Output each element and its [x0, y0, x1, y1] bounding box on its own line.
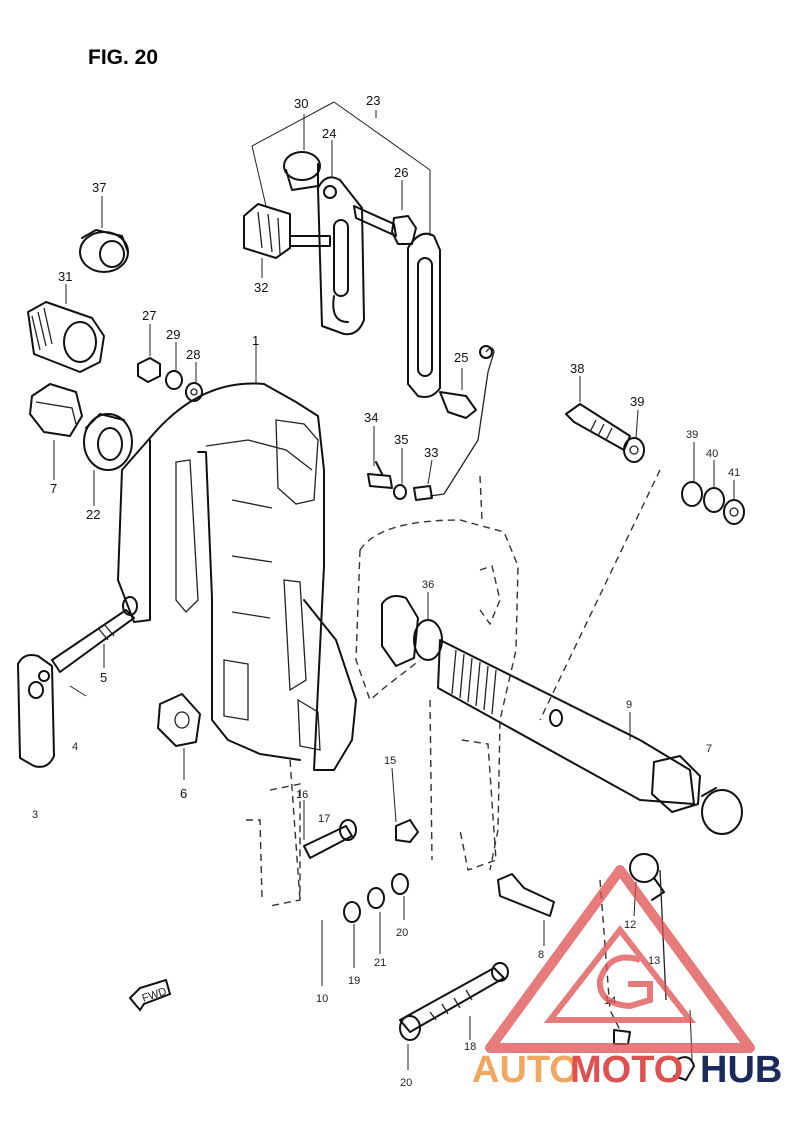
callout-15: 15 [384, 755, 396, 767]
part-5-bolt [51, 596, 138, 673]
callout-20-upper: 20 [396, 927, 408, 939]
callout-40: 40 [706, 448, 718, 460]
part-38-rod [539, 376, 661, 721]
part-25-bolt [429, 345, 495, 497]
callout-29: 29 [166, 327, 180, 342]
callout-4: 4 [72, 741, 78, 753]
part-1-clamp-bracket [117, 336, 357, 771]
part-22-bushing [83, 413, 133, 506]
part-27-nut [137, 324, 161, 383]
part-4-plate [17, 654, 87, 768]
part-32-lock-block [243, 203, 331, 278]
watermark-word-3: HUB [700, 1049, 782, 1091]
callout-38: 38 [570, 361, 584, 376]
callout-41: 41 [728, 467, 740, 479]
watermark-word-1: AUTO [472, 1049, 579, 1091]
part-26-bolt [353, 180, 417, 245]
callout-13: 13 [648, 955, 660, 967]
callout-37: 37 [92, 180, 106, 195]
callout-31: 31 [58, 269, 72, 284]
part-37-cap [79, 196, 129, 273]
callout-27: 27 [142, 308, 156, 323]
callout-5: 5 [100, 670, 107, 685]
watermark-text: AUTO MOTO HUB [472, 1049, 782, 1091]
callout-39-upper: 39 [630, 394, 644, 409]
part-39-washer [623, 409, 645, 463]
part-31-fitting [27, 284, 105, 373]
callout-23: 23 [366, 93, 380, 108]
callout-17: 17 [318, 813, 330, 825]
callout-39-lower: 39 [686, 429, 698, 441]
part-18-rod [399, 962, 509, 1070]
part-16-17-bolt [303, 800, 357, 859]
callout-24: 24 [322, 126, 336, 141]
watermark-word-2: MOTO [570, 1049, 683, 1091]
callout-8: 8 [538, 949, 544, 961]
part-23-link-plate [251, 101, 441, 398]
callout-7-left: 7 [50, 481, 57, 496]
callout-26: 26 [394, 165, 408, 180]
callout-36: 36 [422, 579, 434, 591]
part-7-hex-nut [29, 383, 83, 480]
part-6-pad [157, 693, 201, 780]
part-29-washer [165, 342, 183, 390]
callout-3: 3 [32, 809, 38, 821]
fwd-arrow: FWD [128, 978, 172, 1012]
part-9-tilt-tube [437, 639, 743, 835]
callout-9: 9 [626, 699, 632, 711]
callout-32: 32 [254, 280, 268, 295]
callout-labels: 30 23 24 26 37 32 31 27 29 28 1 25 38 39… [32, 93, 740, 1089]
callout-33: 33 [424, 445, 438, 460]
callout-19: 19 [348, 975, 360, 987]
part-28-washer [185, 362, 203, 402]
part-15-fitting [391, 767, 419, 843]
part-swivel-bracket [246, 475, 519, 907]
callout-34: 34 [364, 410, 378, 425]
callout-22: 22 [86, 507, 100, 522]
callout-25: 25 [454, 350, 468, 365]
callout-10: 10 [316, 993, 328, 1005]
callout-21: 21 [374, 957, 386, 969]
callout-18: 18 [464, 1041, 476, 1053]
part-30-clip [283, 114, 321, 191]
callout-30: 30 [294, 96, 308, 111]
callout-1: 1 [252, 333, 259, 348]
part-33-34-35-small [367, 426, 433, 501]
part-36-sleeve [381, 592, 443, 667]
part-39-40-41-washers [681, 442, 745, 525]
callout-16: 16 [296, 789, 308, 801]
part-24-link-plate [317, 140, 365, 336]
part-19-21-20-washers [321, 873, 409, 986]
callout-7-right: 7 [706, 743, 712, 755]
callout-12: 12 [624, 919, 636, 931]
callout-28: 28 [186, 347, 200, 362]
callout-6: 6 [180, 786, 187, 801]
callout-20-lower: 20 [400, 1077, 412, 1089]
callout-35: 35 [394, 432, 408, 447]
figure-title: FIG. 20 [88, 46, 158, 69]
watermark-logo [485, 865, 755, 1053]
part-8-bolt [497, 873, 555, 946]
